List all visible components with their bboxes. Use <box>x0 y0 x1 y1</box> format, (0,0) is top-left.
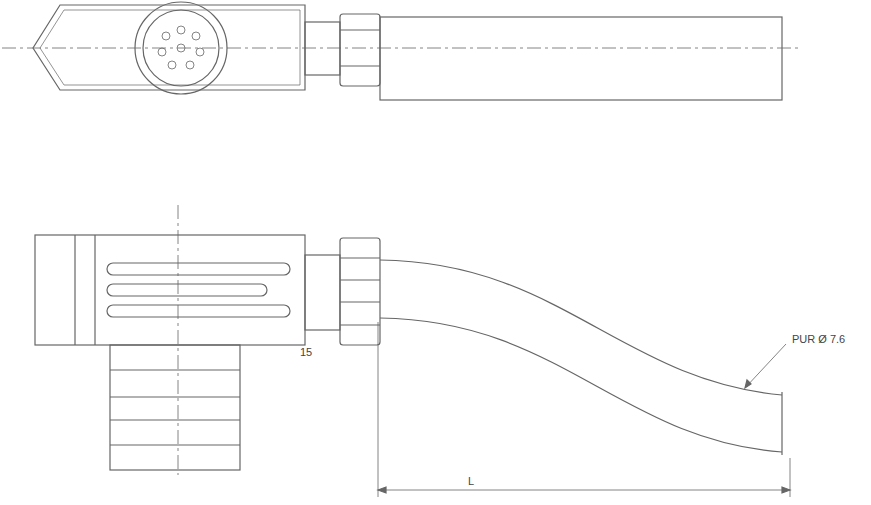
extension-line <box>790 458 791 497</box>
socket-ring <box>135 2 227 94</box>
connector-body <box>35 235 305 345</box>
cable-edge <box>380 318 782 452</box>
connector-body <box>33 5 305 90</box>
pin-holes <box>158 26 204 69</box>
dimension-value: 15 <box>300 347 312 358</box>
nut <box>340 14 380 86</box>
dimension-line <box>378 490 790 491</box>
center-line <box>178 205 179 475</box>
grip-slot <box>107 284 267 296</box>
dimension-arrows <box>378 487 790 493</box>
grip-slot <box>107 305 290 317</box>
cable <box>380 17 782 100</box>
leader-arrow <box>745 380 751 388</box>
stub <box>305 255 340 330</box>
body-edge <box>40 10 300 85</box>
nut <box>340 238 380 345</box>
leader-line <box>745 344 786 388</box>
cable-end <box>781 392 782 455</box>
cable-spec: PUR Ø 7.6 <box>790 334 847 345</box>
extension-line <box>378 322 379 497</box>
length-dimension: L <box>466 476 476 487</box>
cable-edge <box>380 260 782 395</box>
side-view <box>35 205 790 497</box>
top-view <box>2 2 800 100</box>
socket-face <box>143 10 219 86</box>
grip-slot <box>107 263 290 275</box>
coupling-nut <box>110 345 240 470</box>
stub <box>305 22 340 75</box>
center-line <box>2 48 800 49</box>
